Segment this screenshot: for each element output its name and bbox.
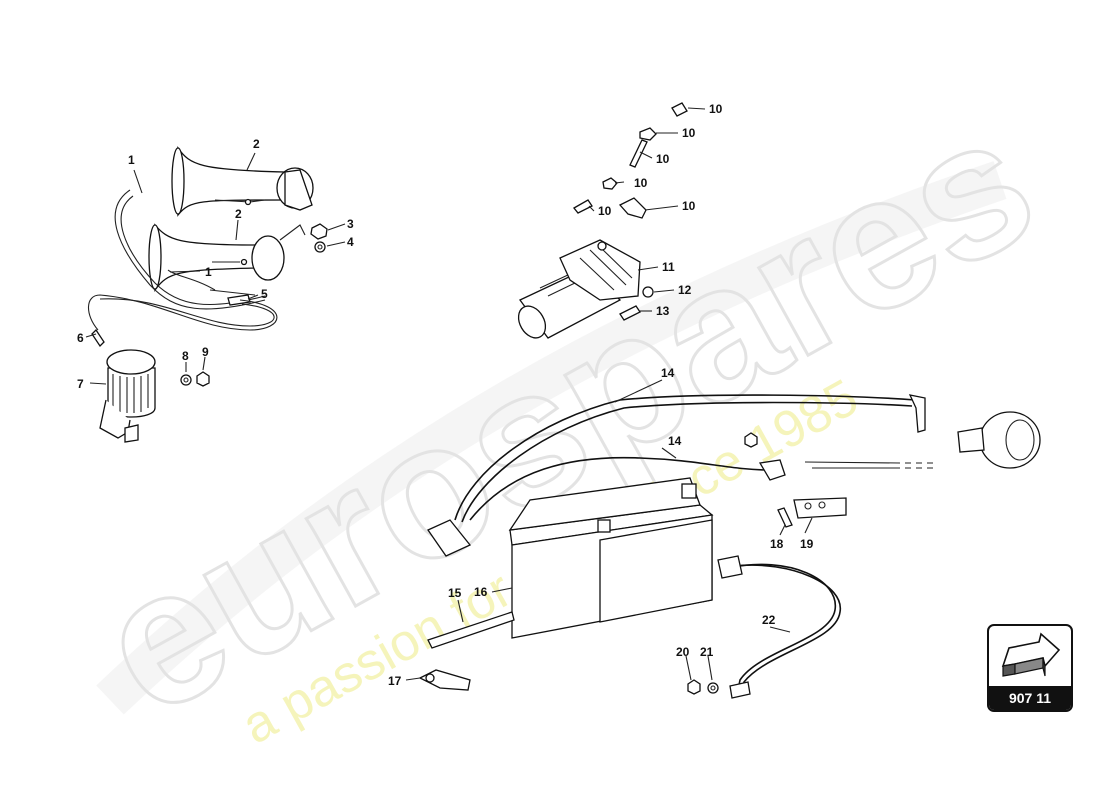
- callout-label: 15: [448, 586, 462, 600]
- callout-label: 3: [347, 217, 354, 231]
- relay: [91, 328, 210, 443]
- callout-label: 10: [634, 176, 648, 190]
- callout-label: 18: [770, 537, 784, 551]
- callout-label: 20: [676, 645, 690, 659]
- horn-assembly: [87, 145, 328, 331]
- callout-label: 17: [388, 674, 402, 688]
- callout-label: 10: [682, 126, 696, 140]
- page-reference-badge: 907 11: [987, 624, 1073, 712]
- callout-labels: 1 1 2 2 3 4 5 6 7 8 9 10 10 10 10 10 10 …: [77, 102, 814, 688]
- callout-label: 5: [261, 287, 268, 301]
- callout-label: 16: [474, 585, 488, 599]
- callout-label: 10: [598, 204, 612, 218]
- callout-label: 7: [77, 377, 84, 391]
- callout-label: 14: [668, 434, 682, 448]
- callout-label: 4: [347, 235, 354, 249]
- callout-label: 2: [235, 207, 242, 221]
- callout-label: 13: [656, 304, 670, 318]
- callout-label: 2: [253, 137, 260, 151]
- nut-icon: [310, 223, 328, 240]
- callout-label: 1: [128, 153, 135, 167]
- callout-label: 21: [700, 645, 714, 659]
- callout-label: 1: [205, 265, 212, 279]
- callout-label: 10: [709, 102, 723, 116]
- wiper-motor-assembly: [517, 102, 688, 339]
- callout-label: 19: [800, 537, 814, 551]
- callout-label: 12: [678, 283, 692, 297]
- callout-label: 9: [202, 345, 209, 359]
- arrow-icon: [1001, 632, 1061, 677]
- battery-assembly: [418, 394, 1041, 699]
- callout-label: 8: [182, 349, 189, 363]
- callout-label: 11: [662, 260, 675, 274]
- callout-label: 14: [661, 366, 675, 380]
- callout-label: 22: [762, 613, 776, 627]
- callout-label: 6: [77, 331, 84, 345]
- callout-lines: [85, 107, 813, 681]
- callout-label: 10: [656, 152, 670, 166]
- page-code: 907 11: [989, 686, 1071, 710]
- callout-label: 10: [682, 199, 696, 213]
